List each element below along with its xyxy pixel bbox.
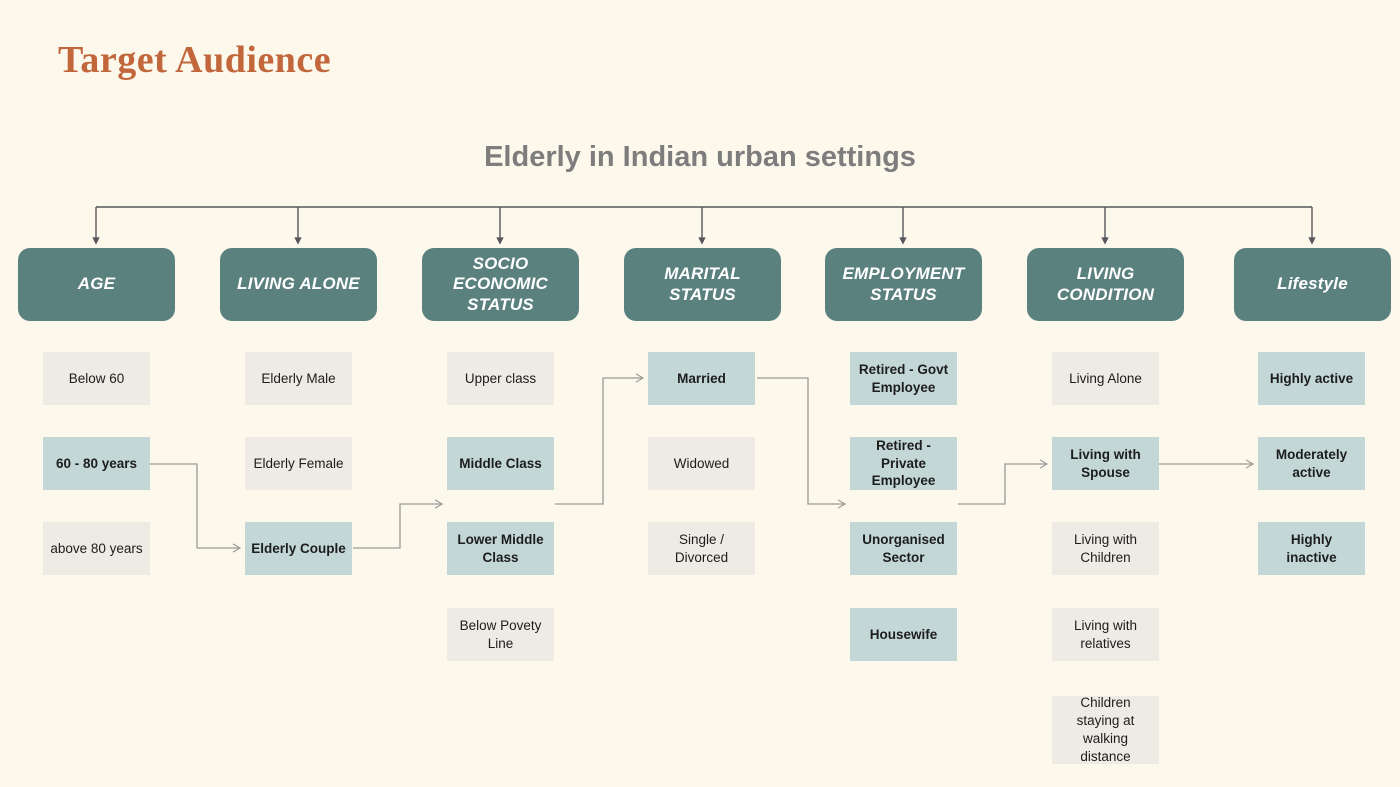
cell-living-condition-children[interactable]: Living with Children: [1052, 522, 1159, 575]
cell-lifestyle-moderately-active[interactable]: Moderately active: [1258, 437, 1365, 490]
cell-socio-upper-class[interactable]: Upper class: [447, 352, 554, 405]
cell-living-condition-children-walking-distance[interactable]: Children staying at walking distance: [1052, 695, 1159, 764]
cell-lifestyle-highly-inactive[interactable]: Highly inactive: [1258, 522, 1365, 575]
category-header-lifestyle[interactable]: Lifestyle: [1234, 248, 1391, 321]
cell-lifestyle-highly-active[interactable]: Highly active: [1258, 352, 1365, 405]
cell-living-alone-elderly-couple[interactable]: Elderly Couple: [245, 522, 352, 575]
cell-marital-single-divorced[interactable]: Single / Divorced: [648, 522, 755, 575]
diagram-subtitle: Elderly in Indian urban settings: [484, 141, 916, 173]
root-branch-connectors: [92, 206, 1316, 245]
cell-age-60-80[interactable]: 60 - 80 years: [43, 437, 150, 490]
cell-marital-widowed[interactable]: Widowed: [648, 437, 755, 490]
cell-employment-housewife[interactable]: Housewife: [850, 608, 957, 661]
category-header-marital-status[interactable]: MARITAL STATUS: [624, 248, 781, 321]
cell-employment-unorganised[interactable]: Unorganised Sector: [850, 522, 957, 575]
category-header-employment-status[interactable]: EMPLOYMENT STATUS: [825, 248, 982, 321]
cell-living-condition-spouse[interactable]: Living with Spouse: [1052, 437, 1159, 490]
cell-living-alone-elderly-female[interactable]: Elderly Female: [245, 437, 352, 490]
cell-employment-retired-govt[interactable]: Retired - Govt Employee: [850, 352, 957, 405]
cell-living-condition-alone[interactable]: Living Alone: [1052, 352, 1159, 405]
cell-living-condition-relatives[interactable]: Living with relatives: [1052, 608, 1159, 661]
cell-socio-lower-middle-class[interactable]: Lower Middle Class: [447, 522, 554, 575]
category-header-socio-economic-status[interactable]: SOCIO ECONOMIC STATUS: [422, 248, 579, 321]
category-header-age[interactable]: AGE: [18, 248, 175, 321]
cell-marital-married[interactable]: Married: [648, 352, 755, 405]
cell-living-alone-elderly-male[interactable]: Elderly Male: [245, 352, 352, 405]
cell-socio-below-poverty-line[interactable]: Below Povety Line: [447, 608, 554, 661]
cell-age-below-60[interactable]: Below 60: [43, 352, 150, 405]
category-header-living-alone[interactable]: LIVING ALONE: [220, 248, 377, 321]
category-header-living-condition[interactable]: LIVING CONDITION: [1027, 248, 1184, 321]
cell-age-above-80[interactable]: above 80 years: [43, 522, 150, 575]
cell-socio-middle-class[interactable]: Middle Class: [447, 437, 554, 490]
page-title: Target Audience: [58, 39, 332, 81]
cell-employment-retired-private[interactable]: Retired - Private Employee: [850, 437, 957, 490]
